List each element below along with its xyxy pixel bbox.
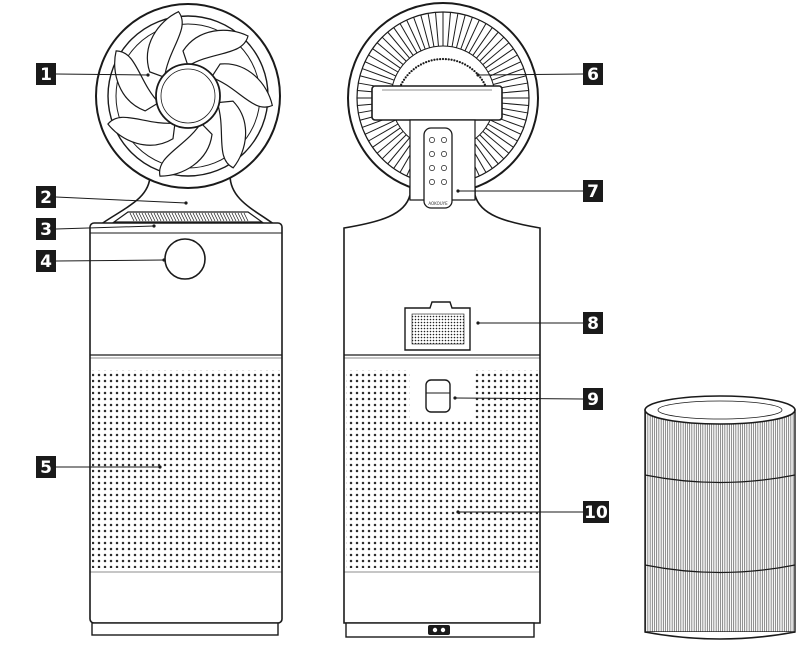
panel-button-icon[interactable] bbox=[441, 137, 447, 143]
remote-brand-text: AOKOUYE bbox=[428, 201, 448, 206]
callout-leader-line bbox=[454, 397, 584, 400]
callout-badge bbox=[36, 456, 56, 478]
rear-view: AOKOUYE bbox=[343, 2, 541, 638]
front-fan-head bbox=[95, 3, 281, 189]
rear-fan-grille bbox=[347, 2, 539, 194]
callout-leader-line bbox=[55, 225, 155, 230]
callout-leader-line bbox=[55, 73, 149, 76]
callout-number: 1 bbox=[40, 65, 52, 85]
panel-button-icon[interactable] bbox=[441, 151, 447, 157]
callout-4: 4 bbox=[36, 250, 166, 272]
panel-button-icon[interactable] bbox=[429, 165, 435, 171]
fan-blade bbox=[159, 122, 213, 177]
panel-button-icon[interactable] bbox=[429, 151, 435, 157]
callout-2: 2 bbox=[36, 186, 188, 208]
panel-button-icon[interactable] bbox=[441, 179, 447, 185]
fan-blade bbox=[182, 29, 249, 67]
rear-grille-left bbox=[346, 370, 410, 568]
sensor-vent bbox=[404, 301, 471, 351]
power-socket bbox=[428, 625, 450, 635]
front-foot bbox=[91, 622, 279, 636]
callout-number: 5 bbox=[40, 458, 52, 478]
callout-badge bbox=[36, 63, 56, 85]
callout-leader-line bbox=[55, 259, 165, 262]
fan-blade bbox=[210, 63, 274, 108]
fan-blade bbox=[216, 100, 247, 169]
callouts: 1 2 3 4 5 6 7 8 9 10 bbox=[36, 63, 609, 523]
callout-badge bbox=[583, 388, 603, 410]
callout-badge bbox=[36, 186, 56, 208]
filter-cylinder bbox=[644, 395, 796, 640]
rear-control-panel: AOKOUYE bbox=[423, 127, 453, 209]
panel-button-icon[interactable] bbox=[441, 165, 447, 171]
display-ring bbox=[164, 238, 206, 280]
front-neck-base bbox=[112, 211, 264, 223]
callout-badge bbox=[583, 180, 603, 202]
callout-number: 9 bbox=[587, 390, 599, 410]
callout-8: 8 bbox=[476, 312, 603, 334]
callout-number: 7 bbox=[587, 182, 599, 202]
callout-badge bbox=[583, 312, 603, 334]
callout-9: 9 bbox=[453, 388, 603, 410]
callout-10: 10 bbox=[456, 501, 609, 523]
callout-badge bbox=[36, 250, 56, 272]
callout-badge bbox=[583, 501, 609, 523]
fan-blades bbox=[107, 10, 274, 177]
callout-7: 7 bbox=[456, 180, 603, 202]
callout-number: 8 bbox=[587, 314, 599, 334]
fan-blade bbox=[114, 50, 160, 112]
rear-grille-right bbox=[474, 370, 538, 568]
panel-button-icon[interactable] bbox=[429, 137, 435, 143]
callout-badge bbox=[36, 218, 56, 240]
callout-number: 10 bbox=[584, 503, 608, 523]
panel-button-icon[interactable] bbox=[429, 179, 435, 185]
callout-6: 6 bbox=[476, 63, 603, 85]
callout-number: 4 bbox=[40, 252, 52, 272]
callout-number: 6 bbox=[587, 65, 599, 85]
front-view bbox=[89, 3, 283, 636]
callout-number: 3 bbox=[40, 220, 52, 240]
callout-5: 5 bbox=[36, 456, 162, 478]
rear-grille-mid bbox=[410, 420, 474, 568]
callout-leader-line bbox=[55, 196, 187, 204]
fan-blade bbox=[146, 10, 183, 79]
callout-badge bbox=[583, 63, 603, 85]
callout-leader-line bbox=[477, 73, 584, 76]
fan-blade bbox=[107, 116, 176, 146]
callout-3: 3 bbox=[36, 218, 156, 240]
callout-1: 1 bbox=[36, 63, 150, 85]
callout-number: 2 bbox=[40, 188, 52, 208]
filter-latch bbox=[425, 379, 451, 413]
front-grille bbox=[92, 370, 280, 568]
